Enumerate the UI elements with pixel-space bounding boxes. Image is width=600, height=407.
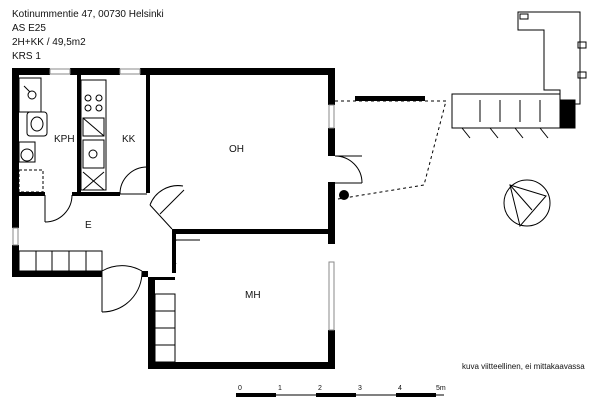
hall-closets [18, 250, 103, 272]
floor-text: KRS 1 [12, 51, 41, 62]
room-label-oh: OH [229, 144, 244, 155]
room-label-e: E [85, 220, 92, 231]
room-label-mh: MH [245, 290, 261, 301]
layout-area-text: 2H+KK / 49,5m2 [12, 37, 86, 48]
interior-walls [19, 75, 334, 280]
plan-header: Kotinummentie 47, 00730 Helsinki AS E25 … [12, 8, 164, 64]
compass-icon [503, 179, 551, 228]
apartment-id-text: AS E25 [12, 23, 46, 34]
scale-tick-3: 3 [358, 385, 362, 392]
outer-walls [12, 68, 335, 369]
bathroom-fixtures [18, 77, 48, 193]
bedroom-closet [154, 293, 176, 363]
scale-tick-4: 4 [398, 385, 402, 392]
scale-tick-2: 2 [318, 385, 322, 392]
building-key-plan [451, 11, 587, 139]
windows [12, 68, 335, 331]
scale-tick-1: 1 [278, 385, 282, 392]
scale-bar: 0 1 2 3 4 5m [236, 385, 446, 397]
doors [44, 155, 363, 313]
balcony [335, 96, 447, 200]
kitchen-fixtures [80, 79, 107, 191]
room-label-kk: KK [122, 134, 136, 145]
scale-tick-0: 0 [238, 385, 242, 392]
room-label-kph: KPH [54, 134, 75, 145]
disclaimer-note: kuva viitteellinen, ei mittakaavassa [462, 362, 585, 371]
address-text: Kotinummentie 47, 00730 Helsinki [12, 9, 164, 20]
scale-tick-5: 5m [436, 385, 446, 392]
